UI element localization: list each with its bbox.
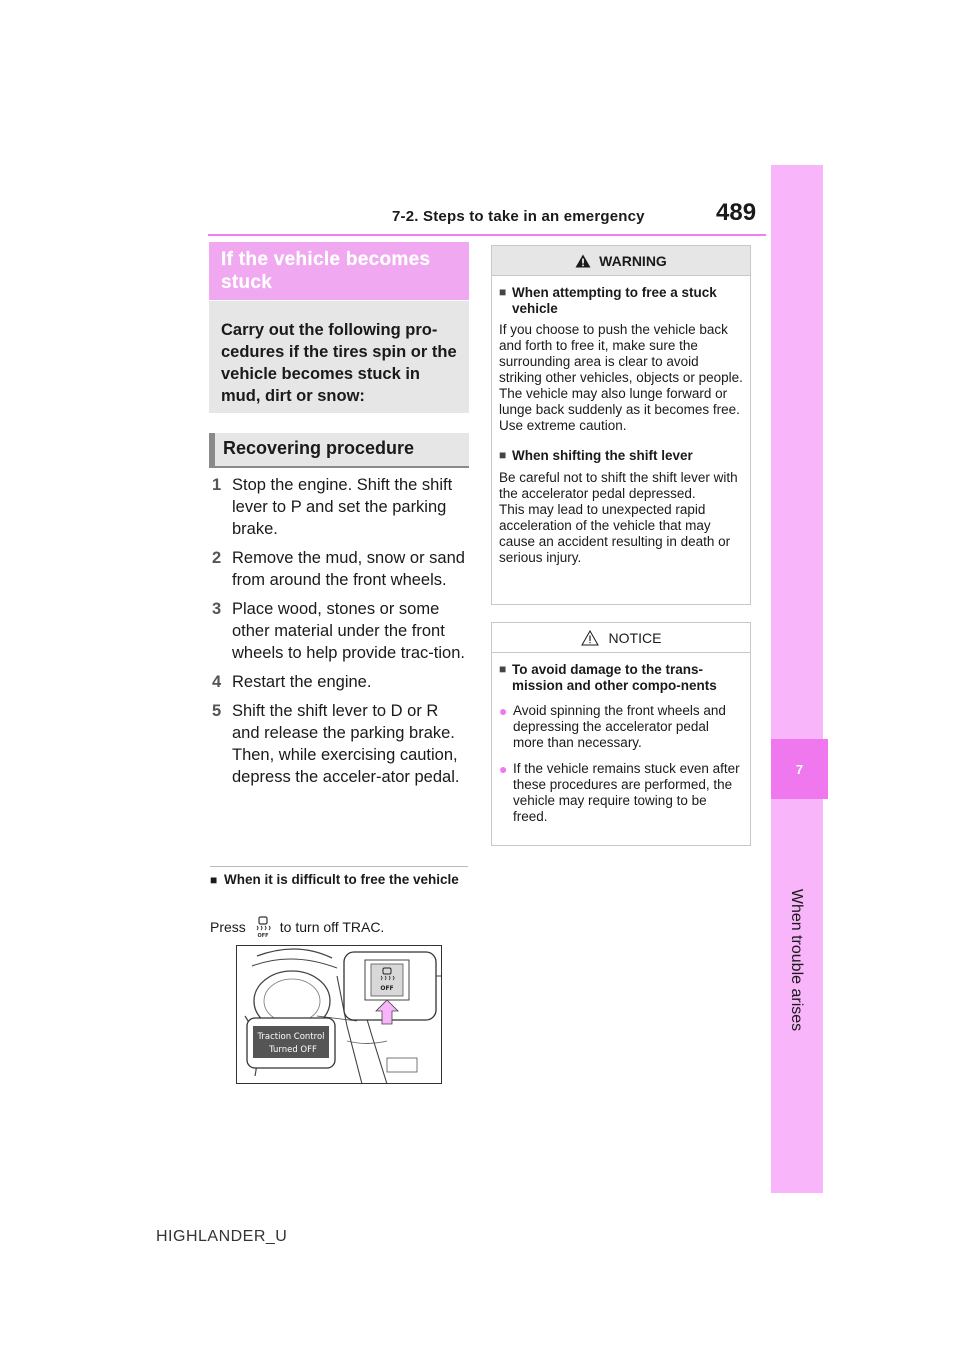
step-number: 2: [212, 549, 222, 567]
notice-body: ■ To avoid damage to the trans-mission an…: [492, 653, 750, 825]
warning-item-heading: ■ When attempting to free a stuck vehicle: [499, 285, 743, 316]
step-text: Restart the engine.: [232, 673, 372, 691]
warning-item-heading: ■ When shifting the shift lever: [499, 448, 743, 464]
square-bullet-icon: ■: [499, 285, 507, 299]
notice-heading: ■ To avoid damage to the trans-mission an…: [499, 662, 743, 693]
warning-item-heading-text: When attempting to free a stuck vehicle: [512, 285, 717, 316]
step-number: 1: [212, 476, 222, 494]
step-number: 5: [212, 702, 222, 720]
step-text: Remove the mud, snow or sand from around…: [232, 549, 465, 589]
notice-bullet: ● Avoid spinning the front wheels and dep…: [499, 703, 743, 751]
step-item: 3 Place wood, stones or some other materi…: [212, 598, 467, 664]
section-title: 7-2. Steps to take in an emergency: [392, 208, 645, 225]
warning-box: WARNING ■ When attempting to free a stuck…: [491, 245, 751, 605]
page-number: 489: [716, 199, 757, 226]
step-item: 1 Stop the engine. Shift the shift lever …: [212, 474, 467, 540]
intro-text: Carry out the following pro-cedures if t…: [221, 321, 457, 405]
warning-item-heading-text: When shifting the shift lever: [512, 448, 693, 463]
notice-box: NOTICE ■ To avoid damage to the trans-mis…: [491, 622, 751, 846]
chapter-number: 7: [795, 761, 804, 777]
svg-text:OFF: OFF: [257, 933, 268, 938]
note-heading-text: When it is difficult to free the vehicle: [224, 872, 459, 887]
steps-list: 1 Stop the engine. Shift the shift lever …: [212, 474, 467, 795]
circle-bullet-icon: ●: [499, 761, 508, 777]
display-line-2: Turned OFF: [268, 1045, 317, 1055]
note-action-text: to turn off TRAC.: [279, 919, 385, 935]
switch-off-label: OFF: [380, 985, 393, 992]
notice-label: NOTICE: [608, 629, 662, 646]
note-divider: [210, 866, 468, 867]
section-heading: If the vehicle becomes stuck: [209, 242, 469, 300]
warning-header: WARNING: [492, 246, 750, 276]
display-line-1: Traction Control: [256, 1032, 324, 1042]
notice-bullet: ● If the vehicle remains stuck even after…: [499, 761, 743, 825]
note-heading: ■ When it is difficult to free the vehic…: [210, 872, 460, 888]
trac-off-icon: OFF: [256, 916, 271, 938]
header-rule: [208, 234, 766, 236]
notice-heading-text: To avoid damage to the trans-mission and…: [512, 662, 717, 693]
step-item: 4 Restart the engine.: [212, 671, 467, 693]
notice-header: NOTICE: [492, 623, 750, 653]
subheading-text: Recovering procedure: [223, 438, 415, 458]
subheading: Recovering procedure: [209, 433, 469, 468]
square-bullet-icon: ■: [499, 448, 507, 462]
intro-box: Carry out the following pro-cedures if t…: [209, 301, 469, 413]
chapter-title: When trouble arises: [788, 888, 805, 1032]
warning-triangle-icon: [575, 254, 591, 267]
dashboard-drawing: OFF Traction Control Turned OFF: [244, 948, 441, 1083]
notice-bullet-text: Avoid spinning the front wheels and depr…: [513, 703, 726, 750]
trac-switch-illustration: OFF Traction Control Turned OFF: [236, 945, 442, 1084]
warning-item-text: If you choose to push the vehicle back a…: [499, 322, 743, 433]
notice-bullet-text: If the vehicle remains stuck even after …: [513, 761, 740, 824]
warning-label: WARNING: [599, 252, 667, 269]
step-number: 4: [212, 673, 222, 691]
caution-triangle-icon: [580, 629, 599, 645]
step-number: 3: [212, 600, 222, 618]
square-bullet-icon: ■: [210, 873, 218, 887]
step-item: 2 Remove the mud, snow or sand from aroun…: [212, 547, 467, 591]
note-press-text: Press: [210, 919, 246, 935]
step-text: Place wood, stones or some other materia…: [232, 600, 465, 662]
footer-model: HIGHLANDER_U: [156, 1228, 288, 1245]
warning-item-text: Be careful not to shift the shift lever …: [499, 469, 738, 565]
note-body: Press OFF to turn off TRAC.: [210, 916, 384, 938]
section-heading-text: If the vehicle becomes stuck: [221, 249, 431, 293]
chapter-tab-strip: [771, 165, 823, 1193]
warning-body: ■ When attempting to free a stuck vehicle…: [492, 276, 750, 566]
step-text: Shift the shift lever to D or R and rele…: [232, 702, 460, 786]
step-item: 5 Shift the shift lever to D or R and rel…: [212, 700, 467, 788]
square-bullet-icon: ■: [499, 662, 507, 676]
chapter-number-badge: 7: [771, 739, 828, 799]
step-text: Stop the engine. Shift the shift lever t…: [232, 476, 453, 538]
circle-bullet-icon: ●: [499, 703, 508, 719]
